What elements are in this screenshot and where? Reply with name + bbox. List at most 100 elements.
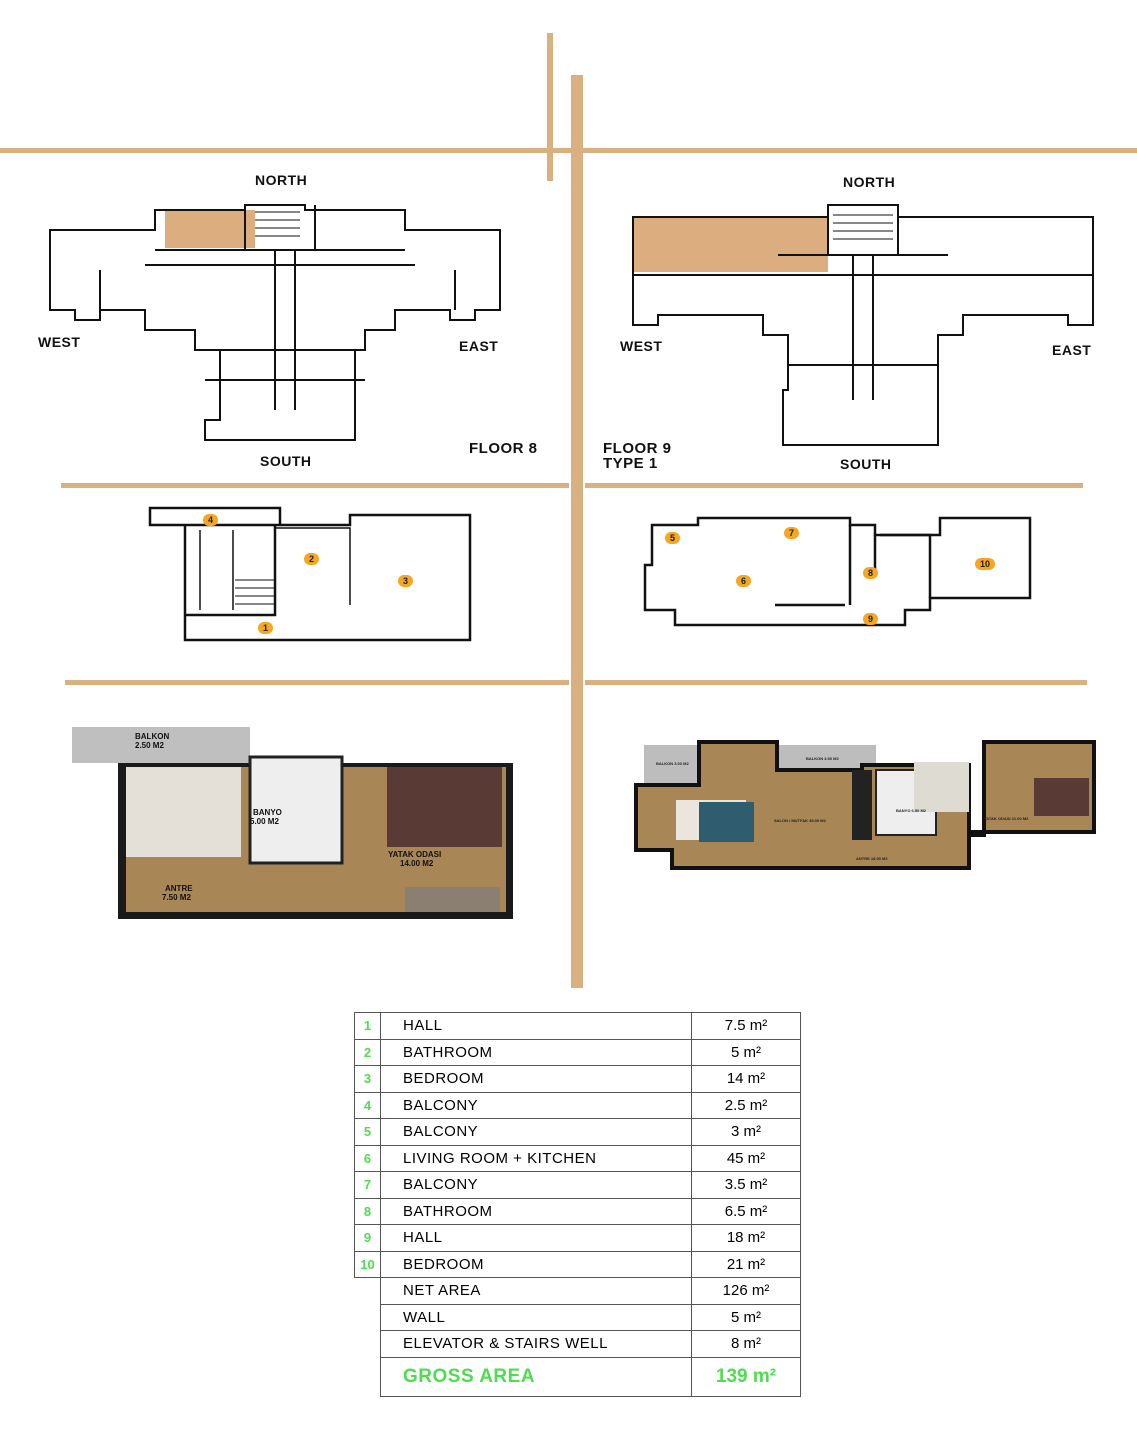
room-area: 6.5 m² <box>691 1197 801 1225</box>
salon-label: SALON / MUTFAK 45.00 M2 <box>774 818 827 823</box>
room-number-badge: 7 <box>784 527 799 539</box>
room-number-badge: 10 <box>975 558 995 570</box>
balkon-label: BALKON <box>135 732 169 741</box>
gross-name: GROSS AREA <box>380 1356 692 1397</box>
room-area: 3 m² <box>691 1118 801 1146</box>
divider-short-vertical <box>547 33 553 181</box>
row-number: 9 <box>354 1224 381 1252</box>
room-name: BALCONY <box>380 1091 692 1119</box>
kitchen-counter <box>852 770 872 840</box>
room-number-badge: 2 <box>304 553 319 565</box>
total-area: 8 m² <box>691 1330 801 1358</box>
floor9-north: NORTH <box>843 174 896 190</box>
total-name: WALL <box>380 1303 692 1331</box>
balkon1-label: BALKON 3.00 M2 <box>656 761 689 766</box>
floor9-west: WEST <box>620 338 663 354</box>
total-name: ELEVATOR & STAIRS WELL <box>380 1330 692 1358</box>
divider-left-2 <box>65 680 569 685</box>
unit-plan-floor9 <box>643 516 1032 627</box>
total-name: NET AREA <box>380 1277 692 1305</box>
room-name: BEDROOM <box>380 1065 692 1093</box>
row-number: 5 <box>354 1118 381 1146</box>
floor8-east: EAST <box>459 338 499 354</box>
room-area: 14 m² <box>691 1065 801 1093</box>
divider-top <box>0 148 1137 153</box>
bed-icon <box>387 767 502 847</box>
room-area: 2.5 m² <box>691 1091 801 1119</box>
row-number: 7 <box>354 1171 381 1199</box>
room-area: 7.5 m² <box>691 1012 801 1040</box>
balcony-render <box>779 745 876 770</box>
room-name: BATHROOM <box>380 1038 692 1066</box>
bathroom-render <box>248 755 344 865</box>
floor9-south: SOUTH <box>840 456 892 472</box>
yatak-label: YATAK ODASI 21.00 M2 <box>984 816 1029 821</box>
floor8-south: SOUTH <box>260 453 312 469</box>
room-name: BATHROOM <box>380 1197 692 1225</box>
room-number-badge: 1 <box>258 622 273 634</box>
wardrobe <box>405 887 500 912</box>
room-area: 3.5 m² <box>691 1171 801 1199</box>
unit-plan-floor8 <box>148 506 472 642</box>
rendered-plan-floor9: BALKON 3.00 M2 BALKON 3.50 M2 SALON / MU… <box>634 740 1096 870</box>
gross-area: 139 m² <box>691 1356 801 1397</box>
total-area: 5 m² <box>691 1303 801 1331</box>
room-area: 5 m² <box>691 1038 801 1066</box>
room-name: HALL <box>380 1012 692 1040</box>
row-number: 1 <box>354 1012 381 1040</box>
room-number-badge: 3 <box>398 575 413 587</box>
row-number: 4 <box>354 1091 381 1119</box>
row-number: 3 <box>354 1065 381 1093</box>
room-number-badge: 6 <box>736 575 751 587</box>
rug <box>699 802 754 842</box>
row-number: 10 <box>354 1250 381 1278</box>
antre-label: ANTRE 18.00 M2 <box>856 856 888 861</box>
floor8-keyplan <box>49 204 501 441</box>
room-name: HALL <box>380 1224 692 1252</box>
banyo-label: BANYO 6.50 M2 <box>896 808 927 813</box>
floor9-label-1: FLOOR 9 <box>603 440 672 457</box>
total-area: 126 m² <box>691 1277 801 1305</box>
room-area: 21 m² <box>691 1250 801 1278</box>
bed-icon <box>1034 778 1089 816</box>
room-name: BALCONY <box>380 1171 692 1199</box>
highlighted-unit <box>165 210 255 248</box>
balkon-area: 2.50 M2 <box>135 741 164 750</box>
banyo-label: BANYO <box>253 808 282 817</box>
room-area: 45 m² <box>691 1144 801 1172</box>
room-number-badge: 9 <box>863 613 878 625</box>
divider-right-1 <box>585 483 1083 488</box>
room-area: 18 m² <box>691 1224 801 1252</box>
rendered-plan-floor8: BALKON 2.50 M2 BANYO 5.00 M2 YATAK ODASI… <box>72 727 513 919</box>
room-number-badge: 4 <box>203 514 218 526</box>
room-name: LIVING ROOM + KITCHEN <box>380 1144 692 1172</box>
row-number: 2 <box>354 1038 381 1066</box>
highlighted-unit <box>632 217 828 272</box>
divider-left-1 <box>61 483 569 488</box>
room-number-badge: 8 <box>863 567 878 579</box>
row-number: 8 <box>354 1197 381 1225</box>
yatak-label: YATAK ODASI <box>388 850 441 859</box>
room-name: BALCONY <box>380 1118 692 1146</box>
floor9-east: EAST <box>1052 342 1092 358</box>
divider-right-2 <box>585 680 1087 685</box>
yatak-area: 14.00 M2 <box>400 859 434 868</box>
floor8-west: WEST <box>38 334 81 350</box>
room-name: BEDROOM <box>380 1250 692 1278</box>
room-number-badge: 5 <box>665 532 680 544</box>
banyo-area: 5.00 M2 <box>250 817 279 826</box>
divider-center-vertical <box>571 75 583 988</box>
